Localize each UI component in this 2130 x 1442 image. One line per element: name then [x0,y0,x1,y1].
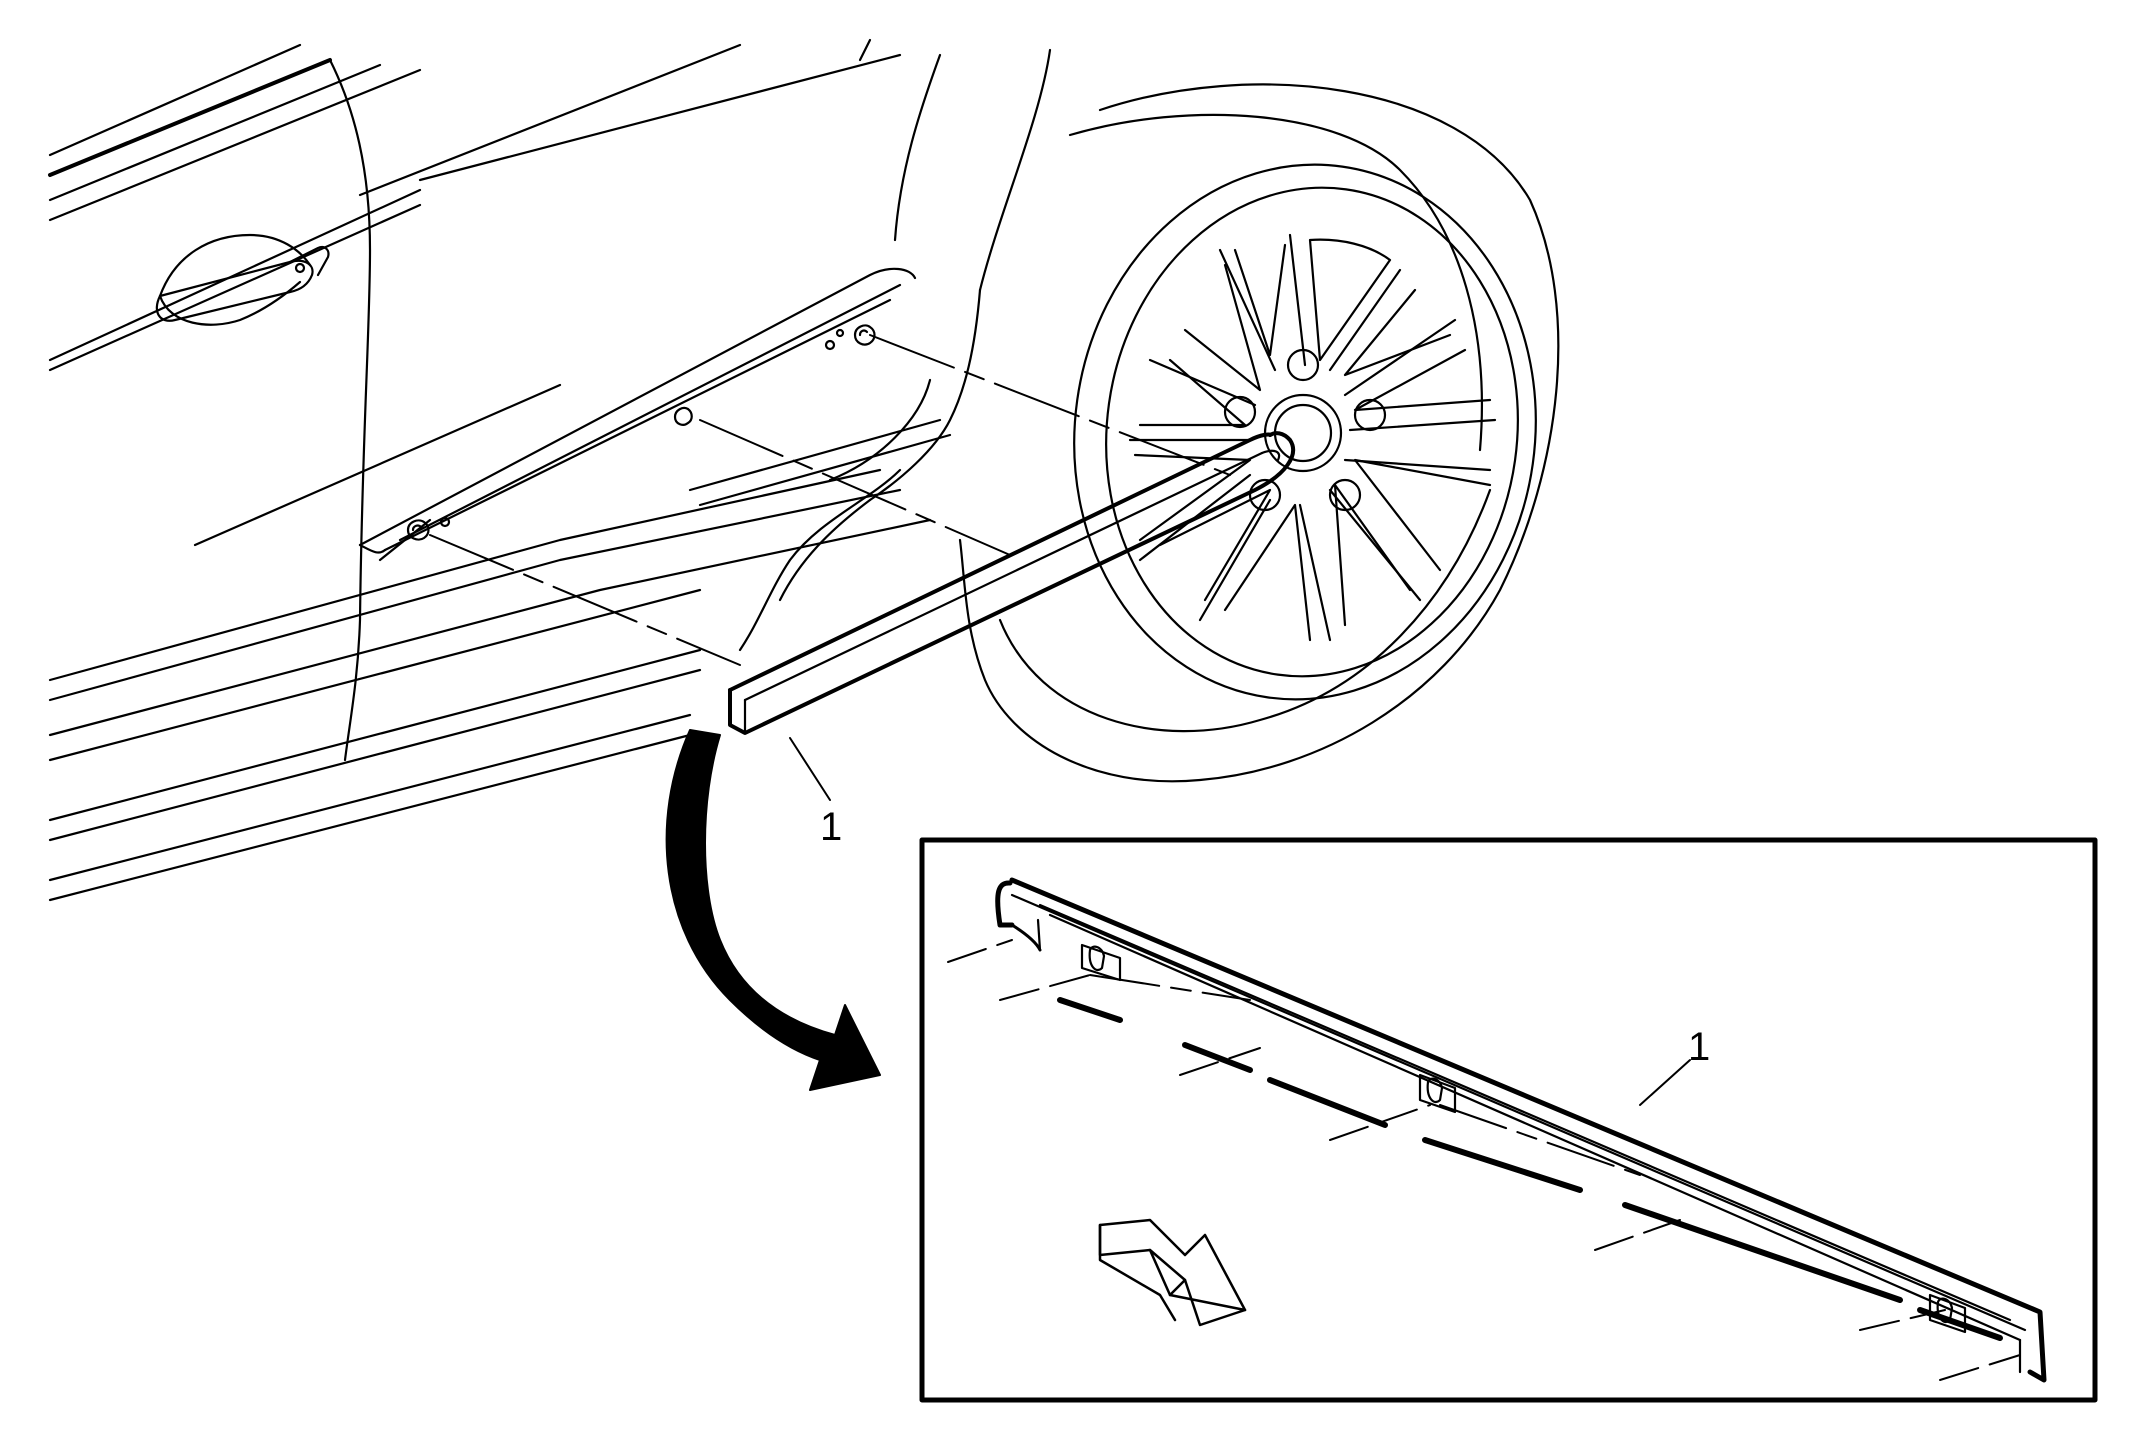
curved-arrow [665,729,881,1091]
callout-leader-inset [1639,1059,1691,1106]
body-mounting-hole-front [824,324,876,351]
lug-nut [1353,398,1387,432]
tire-inner [1068,113,1483,452]
molding-clip [1928,1293,1967,1334]
lug-nut [1248,478,1282,512]
inset-alignment-lines [947,939,2021,1381]
vehicle-body [48,38,1052,902]
door-handle [155,233,330,326]
molding-clip [1418,1073,1457,1114]
rocker-molding [728,431,1296,735]
body-mounting-hole-middle [673,406,693,426]
detail-inset-frame [919,837,2098,1403]
lug-nut [1223,395,1257,429]
lug-nut [1328,478,1362,512]
alignment-lines [429,334,1231,666]
inset-molding-detail [995,877,2047,1383]
tire-outer [958,83,1560,783]
forward-direction-arrow [1098,1218,1247,1327]
callout-label-inset: 1 [1688,1025,1710,1069]
wheel-assembly [958,83,1560,783]
body-mounting-hole-rear [406,516,451,541]
callout-label-main: 1 [820,805,842,849]
lug-nut [1286,348,1320,382]
callout-leader-main [789,737,831,801]
wheel-rim [1073,163,1537,701]
